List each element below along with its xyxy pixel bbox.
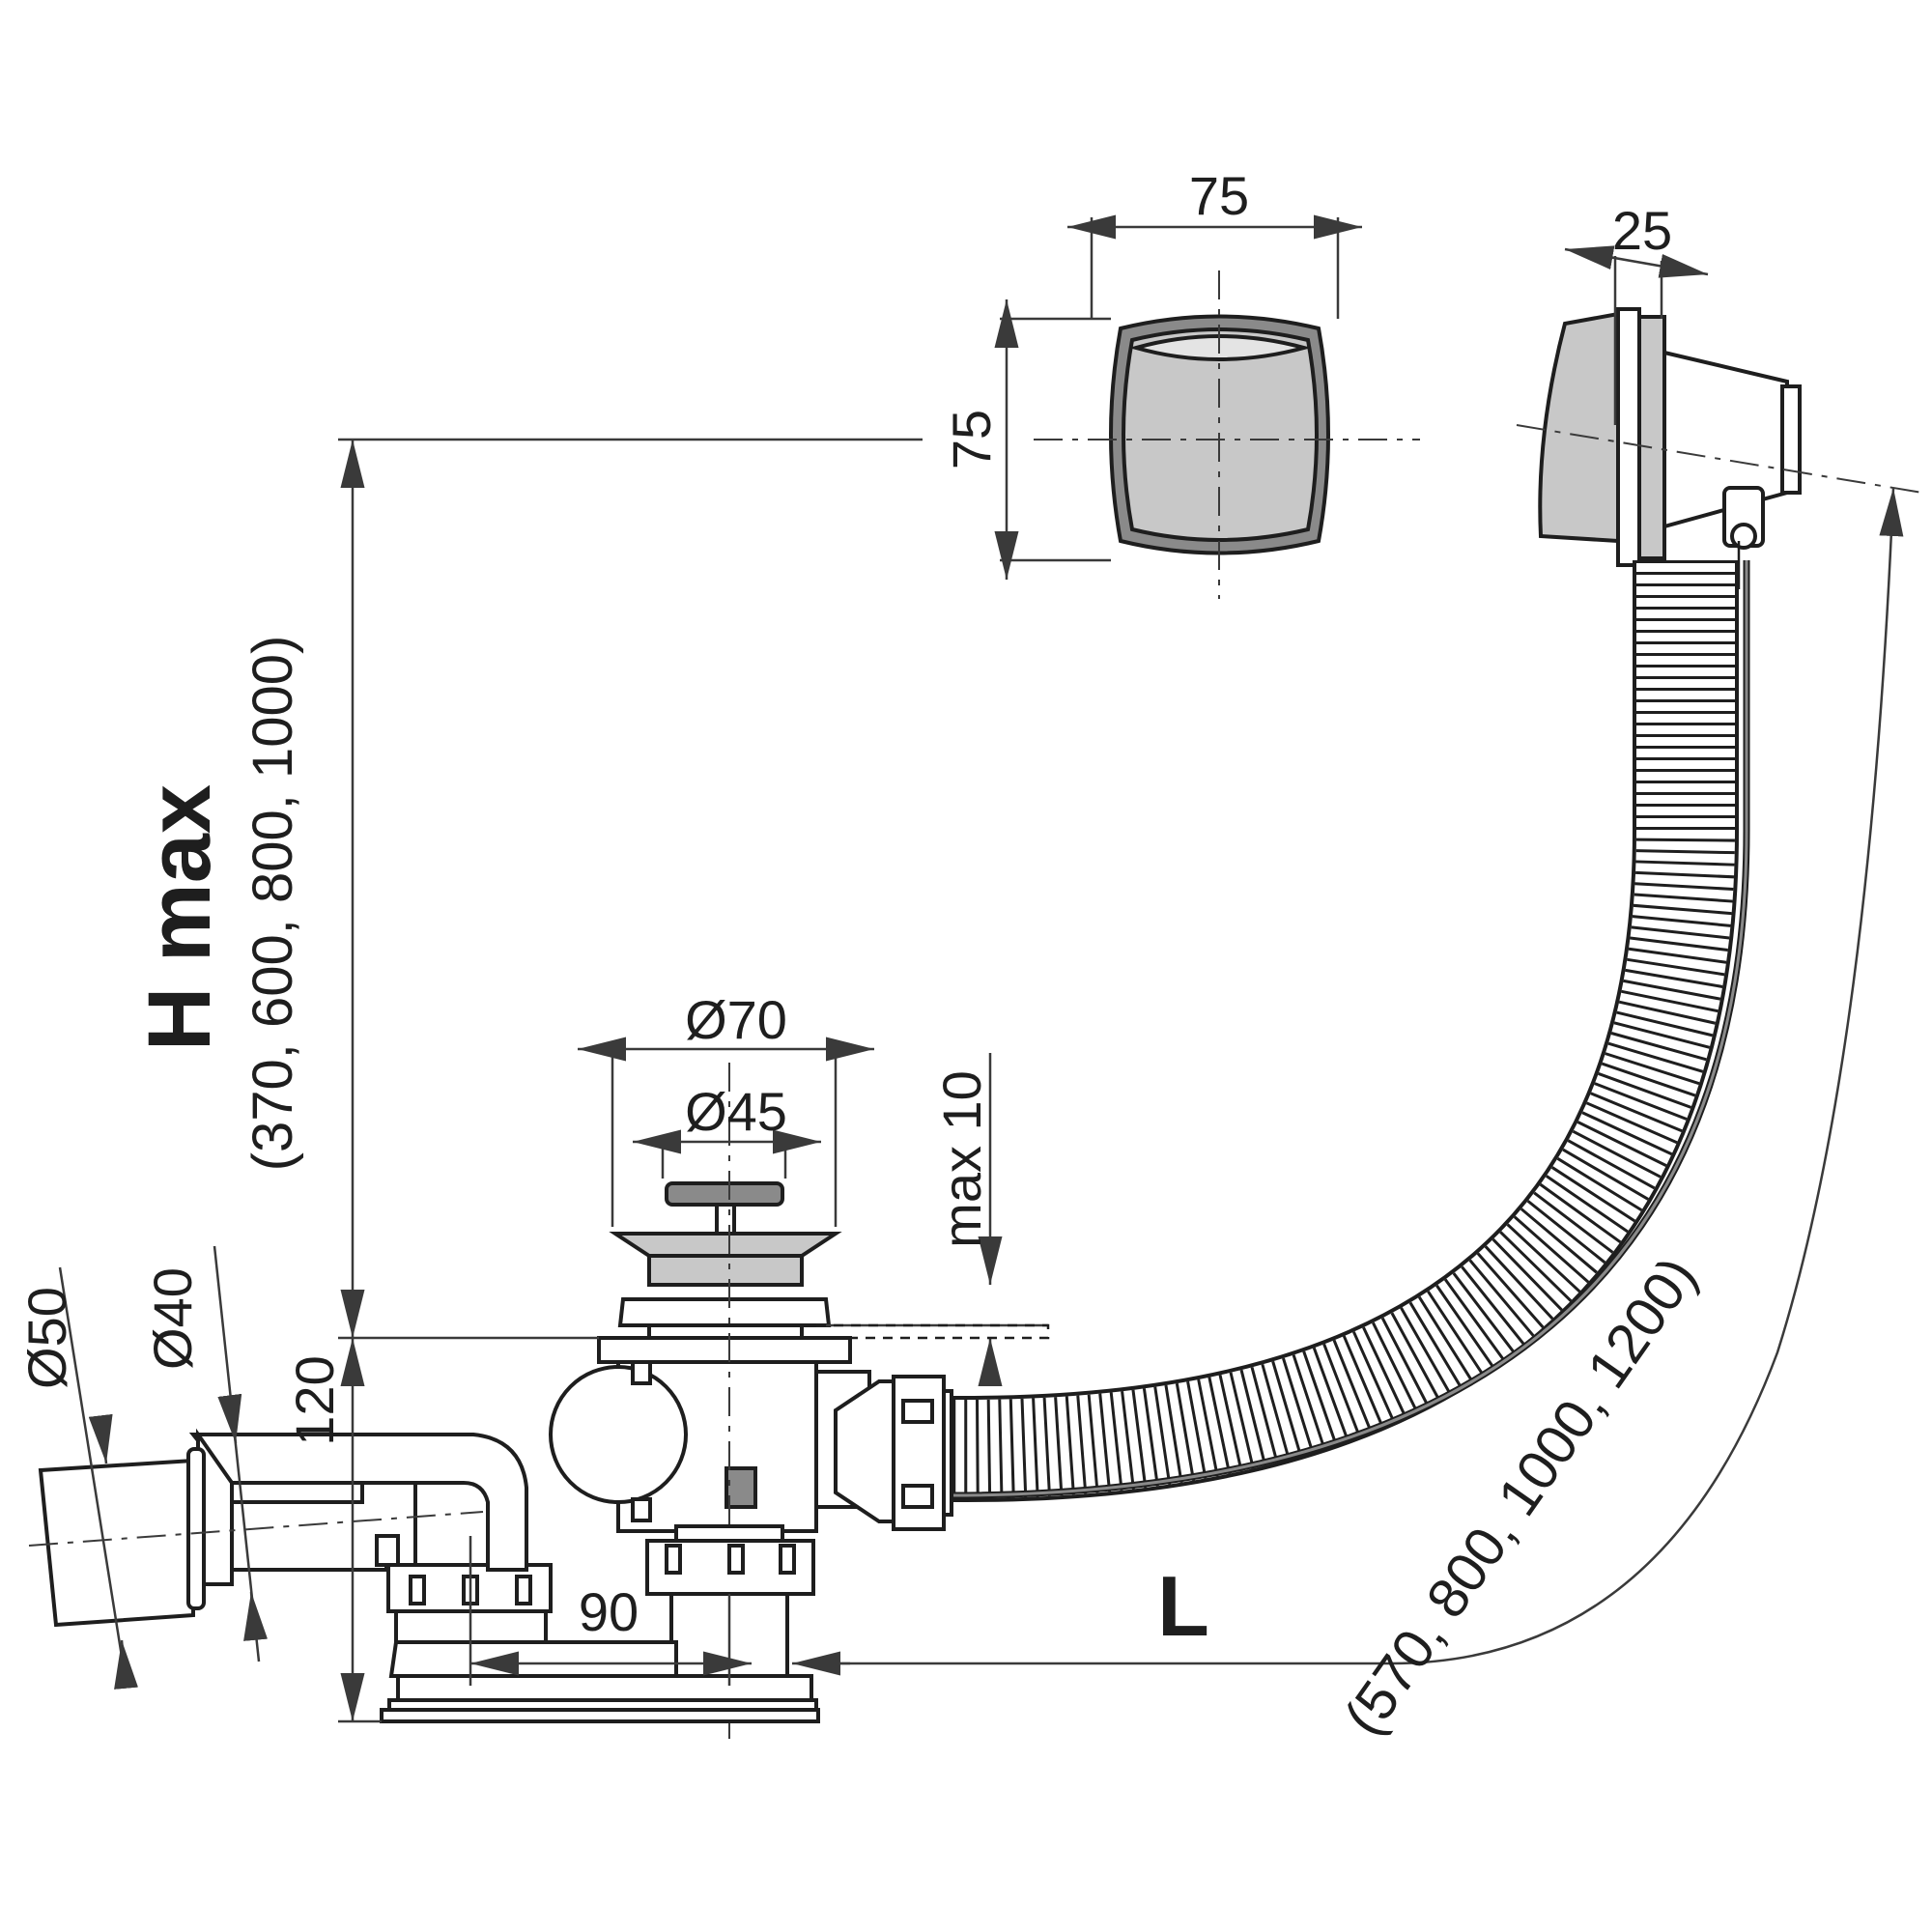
overflow-depth-dimension: 25 bbox=[1564, 200, 1709, 425]
cap-height-dimension: 75 bbox=[941, 299, 1111, 580]
outer-diameter-label: Ø70 bbox=[685, 989, 787, 1050]
trap-height-dimension: 120 bbox=[284, 1336, 599, 1723]
max-wall-dimension: max 10 bbox=[816, 1053, 1050, 1386]
pipe-inner-dimension: Ø40 bbox=[142, 1245, 268, 1662]
overflow-cap bbox=[1034, 270, 1420, 599]
hose-connector bbox=[834, 1375, 953, 1531]
cap-width-dimension: 75 bbox=[1067, 165, 1362, 319]
plug-diameter-label: Ø45 bbox=[685, 1081, 787, 1142]
offset-dimension: 90 bbox=[469, 1536, 752, 1686]
pipe-inner-label: Ø40 bbox=[142, 1267, 203, 1370]
max-wall-label: max 10 bbox=[931, 1070, 992, 1248]
cap-height-label: 75 bbox=[941, 410, 1002, 469]
height-options: (370, 600, 800, 1000) bbox=[242, 636, 304, 1172]
overflow-head bbox=[1516, 307, 1923, 589]
outlet-pipe bbox=[28, 1428, 528, 1628]
length-symbol: L bbox=[1157, 1558, 1209, 1654]
height-dimension: H max (370, 600, 800, 1000) bbox=[130, 438, 923, 1338]
corrugated-hose bbox=[753, 560, 1750, 1502]
cap-width-label: 75 bbox=[1189, 165, 1249, 226]
offset-label: 90 bbox=[579, 1581, 639, 1642]
plug-diameter-dimension: Ø45 bbox=[633, 1081, 821, 1179]
trap bbox=[230, 1446, 820, 1723]
outer-diameter-dimension: Ø70 bbox=[578, 989, 874, 1227]
overflow-depth-label: 25 bbox=[1612, 200, 1672, 261]
pipe-outer-label: Ø50 bbox=[16, 1287, 77, 1389]
height-symbol: H max bbox=[130, 784, 229, 1051]
trap-height-label: 120 bbox=[284, 1355, 345, 1445]
pipe-outer-dimension: Ø50 bbox=[16, 1266, 138, 1690]
